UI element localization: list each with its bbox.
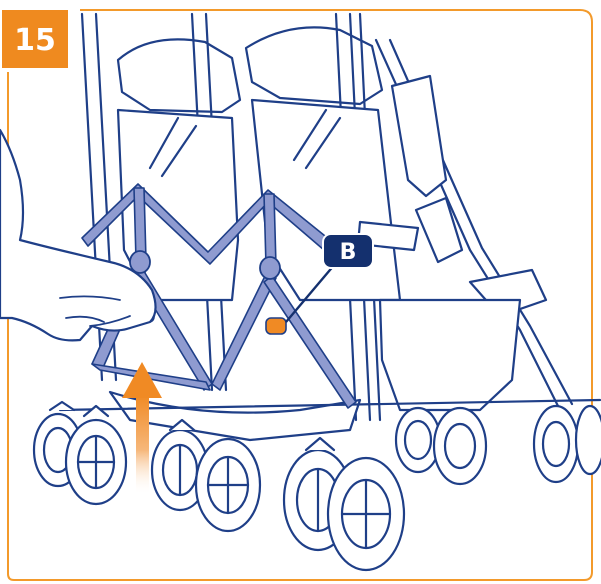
step-badge: 15 bbox=[2, 10, 68, 68]
step-number: 15 bbox=[14, 23, 56, 58]
left-seat-back bbox=[116, 38, 242, 114]
release-knob-right bbox=[265, 317, 287, 335]
frame-border bbox=[7, 9, 593, 581]
strap-left-2 bbox=[160, 124, 198, 178]
strap-right-1 bbox=[292, 108, 328, 162]
canopy-lower bbox=[414, 196, 464, 264]
wheel-spokes bbox=[76, 434, 392, 550]
rear-axle bbox=[58, 398, 601, 412]
callout-label: B bbox=[340, 240, 357, 265]
pivot-hub-right bbox=[259, 256, 281, 280]
far-right-wheels bbox=[532, 404, 601, 484]
crossbar-right-post-a bbox=[263, 193, 277, 267]
arrow-up-icon bbox=[122, 362, 162, 495]
callout-b: B bbox=[285, 233, 374, 323]
front-wheels bbox=[282, 436, 406, 572]
finger-lines bbox=[59, 295, 131, 327]
stroller-illustration bbox=[32, 12, 601, 572]
hand-icon bbox=[0, 128, 157, 342]
crossbar-lower-base bbox=[91, 363, 211, 391]
crossbar-lower-mid-2 bbox=[211, 273, 277, 391]
crossbar-left-post-a bbox=[133, 187, 147, 261]
strap-left-1 bbox=[148, 116, 180, 170]
rear-left-wheels bbox=[32, 400, 128, 506]
canopy bbox=[390, 74, 448, 198]
pivot-hub-left bbox=[129, 250, 151, 274]
pivot-hubs bbox=[129, 250, 281, 280]
callout-leader bbox=[285, 263, 336, 323]
basket bbox=[378, 298, 522, 412]
strap-right-2 bbox=[304, 116, 342, 170]
crossbar-lower-right bbox=[263, 275, 357, 409]
callout-box bbox=[322, 233, 374, 269]
rear-right-wheels bbox=[394, 406, 488, 486]
